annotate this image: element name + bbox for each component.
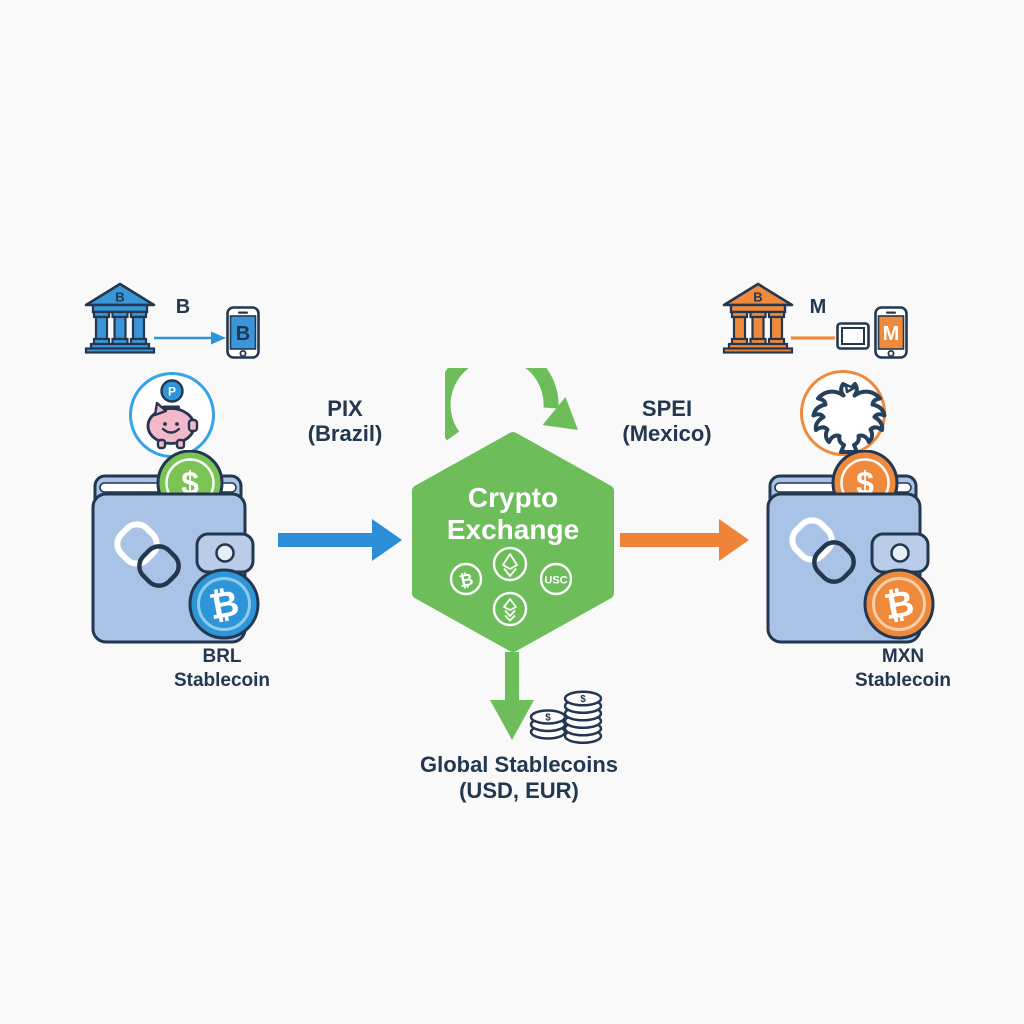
exchange-cycle-arrow — [445, 368, 578, 441]
svg-text:₿: ₿ — [881, 583, 917, 628]
stablecoin-stacks-icon: $ $ — [529, 690, 603, 745]
crypto-exchange-hexagon: ₿ USC — [412, 432, 614, 652]
spei-rail-label: SPEI(Mexico) — [622, 396, 712, 446]
wallet-chain-pattern — [789, 517, 856, 584]
brazil-wallet-icon: $ ₿ — [91, 450, 260, 644]
brazil-phone-letter: B — [236, 323, 250, 345]
brazil-transfer-arrow — [154, 331, 226, 345]
brazil-transfer-letter: B — [175, 296, 191, 318]
svg-text:$: $ — [856, 465, 874, 501]
svg-text:₿: ₿ — [206, 583, 242, 628]
mexico-bank-icon: B — [722, 282, 794, 354]
stack2-symbol: $ — [580, 694, 586, 705]
mexico-connector-line — [791, 336, 835, 340]
btc-icon: ₿ — [449, 562, 483, 596]
flow-arrow-brazil-to-exchange — [278, 519, 402, 561]
eth-stake-icon — [492, 591, 528, 627]
brazil-bank-letter: B — [115, 290, 124, 305]
brazil-bank-icon: B — [84, 282, 156, 354]
brazil-phone-icon: B — [226, 306, 260, 359]
piggy-bank-icon: P — [129, 372, 215, 458]
svg-text:₿: ₿ — [458, 570, 476, 592]
mexico-phone-icon: M — [874, 306, 908, 359]
settlement-arrow — [490, 652, 534, 740]
pix-rail-label: PIX(Brazil) — [307, 396, 383, 446]
tablet-icon — [836, 322, 870, 350]
global-stablecoins-label: Global Stablecoins(USD, EUR) — [419, 752, 619, 803]
mexico-bank-letter: B — [753, 290, 762, 305]
brl-crypto-coin: ₿ — [188, 568, 260, 640]
mexico-phone-letter: M — [883, 323, 900, 345]
wallet-chain-pattern — [114, 521, 181, 588]
mexico-transfer-letter: M — [809, 296, 827, 318]
eagle-icon — [800, 370, 887, 456]
svg-text:USC: USC — [544, 575, 567, 587]
usc-icon: USC — [539, 562, 573, 596]
mexico-wallet-icon: $ ₿ — [766, 450, 935, 644]
stack1-symbol: $ — [545, 713, 551, 724]
eth-icon — [492, 546, 528, 582]
mxn-crypto-coin: ₿ — [863, 568, 935, 640]
piggy-coin-letter: P — [168, 385, 176, 399]
svg-text:$: $ — [181, 465, 199, 501]
flow-arrow-exchange-to-mexico — [620, 519, 749, 561]
